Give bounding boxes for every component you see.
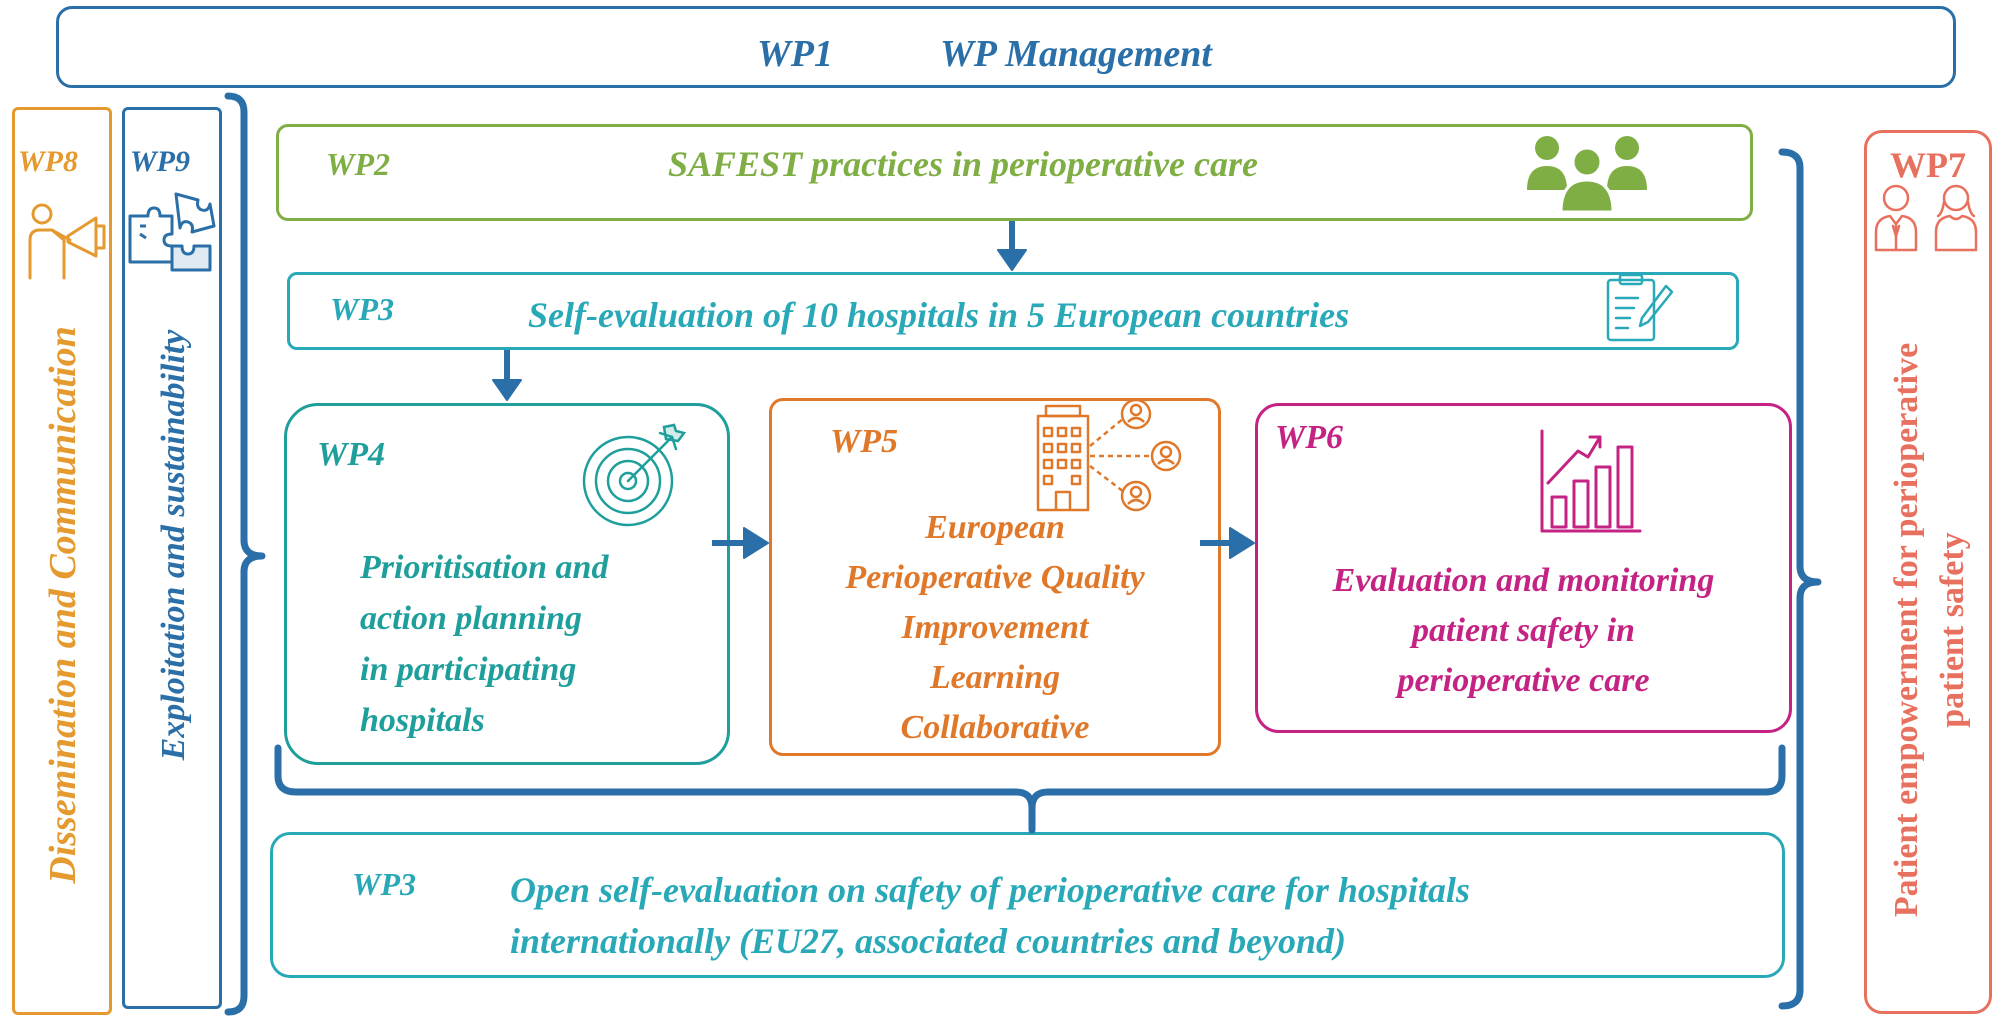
clipboard-pen-icon (1606, 273, 1674, 342)
patients-icon (1874, 184, 1978, 252)
wp3-self-evaluation-box (287, 272, 1739, 350)
wp5-title-line: Improvement (901, 609, 1089, 646)
target-icon (582, 423, 686, 527)
wp3-bottom-code: WP3 (352, 866, 416, 902)
arrow-wp3-to-wp4-head (492, 379, 522, 401)
wp5-title-line: Perioperative Quality (845, 559, 1145, 596)
bottom-brace (274, 744, 1786, 812)
wp2-title: SAFEST practices in perioperative care (668, 144, 1258, 184)
wp9-code: WP9 (130, 145, 190, 178)
wp4-title-line: action planning (360, 600, 583, 637)
wp6-title-line: Evaluation and monitoring (1332, 562, 1715, 599)
wp8-code: WP8 (18, 145, 78, 178)
wp5-title: European Perioperative Quality Improveme… (769, 503, 1221, 753)
wp6-evaluation-box (1255, 403, 1792, 733)
bar-chart-growth-icon (1540, 429, 1642, 533)
wp1-title: WP Management (940, 33, 1212, 75)
wp7-code: WP7 (1890, 145, 1966, 185)
left-bracket (224, 92, 266, 1016)
megaphone-person-icon (28, 203, 106, 280)
wp5-title-line: Collaborative (900, 709, 1090, 746)
wp3-bottom-title-line: Open self-evaluation on safety of periop… (510, 870, 1470, 910)
wp5-title-line: Learning (929, 659, 1061, 696)
people-group-icon (1527, 136, 1647, 212)
right-bracket (1778, 148, 1822, 1010)
hospital-network-icon (1036, 398, 1182, 512)
arrow-wp5-to-wp6-head (1229, 527, 1255, 559)
puzzle-icon (128, 192, 216, 272)
arrow-wp4-to-wp5-head (743, 527, 769, 559)
wp6-title: Evaluation and monitoring patient safety… (1255, 556, 1792, 706)
wp3-top-title: Self-evaluation of 10 hospitals in 5 Eur… (528, 295, 1350, 335)
wp6-title-line: perioperative care (1397, 662, 1650, 699)
wp4-title-line: in participating (360, 651, 577, 688)
wp5-learning-collaborative-box (769, 398, 1221, 756)
wp5-code: WP5 (830, 423, 898, 460)
wp4-code: WP4 (317, 436, 385, 473)
wp6-title-line: patient safety in (1412, 612, 1635, 649)
wp8-dissemination-box (12, 107, 112, 1015)
wp3-bottom-title-line: internationally (EU27, associated countr… (510, 921, 1347, 961)
wp3-open-self-evaluation-box (270, 832, 1785, 978)
wp3-top-code: WP3 (330, 291, 394, 327)
wp1-management-box (56, 6, 1956, 88)
wp4-title-line: hospitals (360, 702, 485, 739)
wp1-code: WP1 (757, 33, 833, 75)
wp2-safest-box (276, 124, 1753, 221)
wp3-bottom-title: Open self-evaluation on safety of periop… (510, 865, 1470, 967)
wp6-code: WP6 (1275, 419, 1343, 456)
wp7-patient-empowerment-box (1864, 130, 1992, 1014)
wp4-title: Prioritisation and action planning in pa… (360, 542, 608, 746)
wp2-code: WP2 (326, 146, 390, 182)
wp5-title-line: European (925, 509, 1065, 546)
wp4-title-line: Prioritisation and (360, 549, 609, 586)
arrow-wp2-to-wp3-head (997, 249, 1027, 271)
